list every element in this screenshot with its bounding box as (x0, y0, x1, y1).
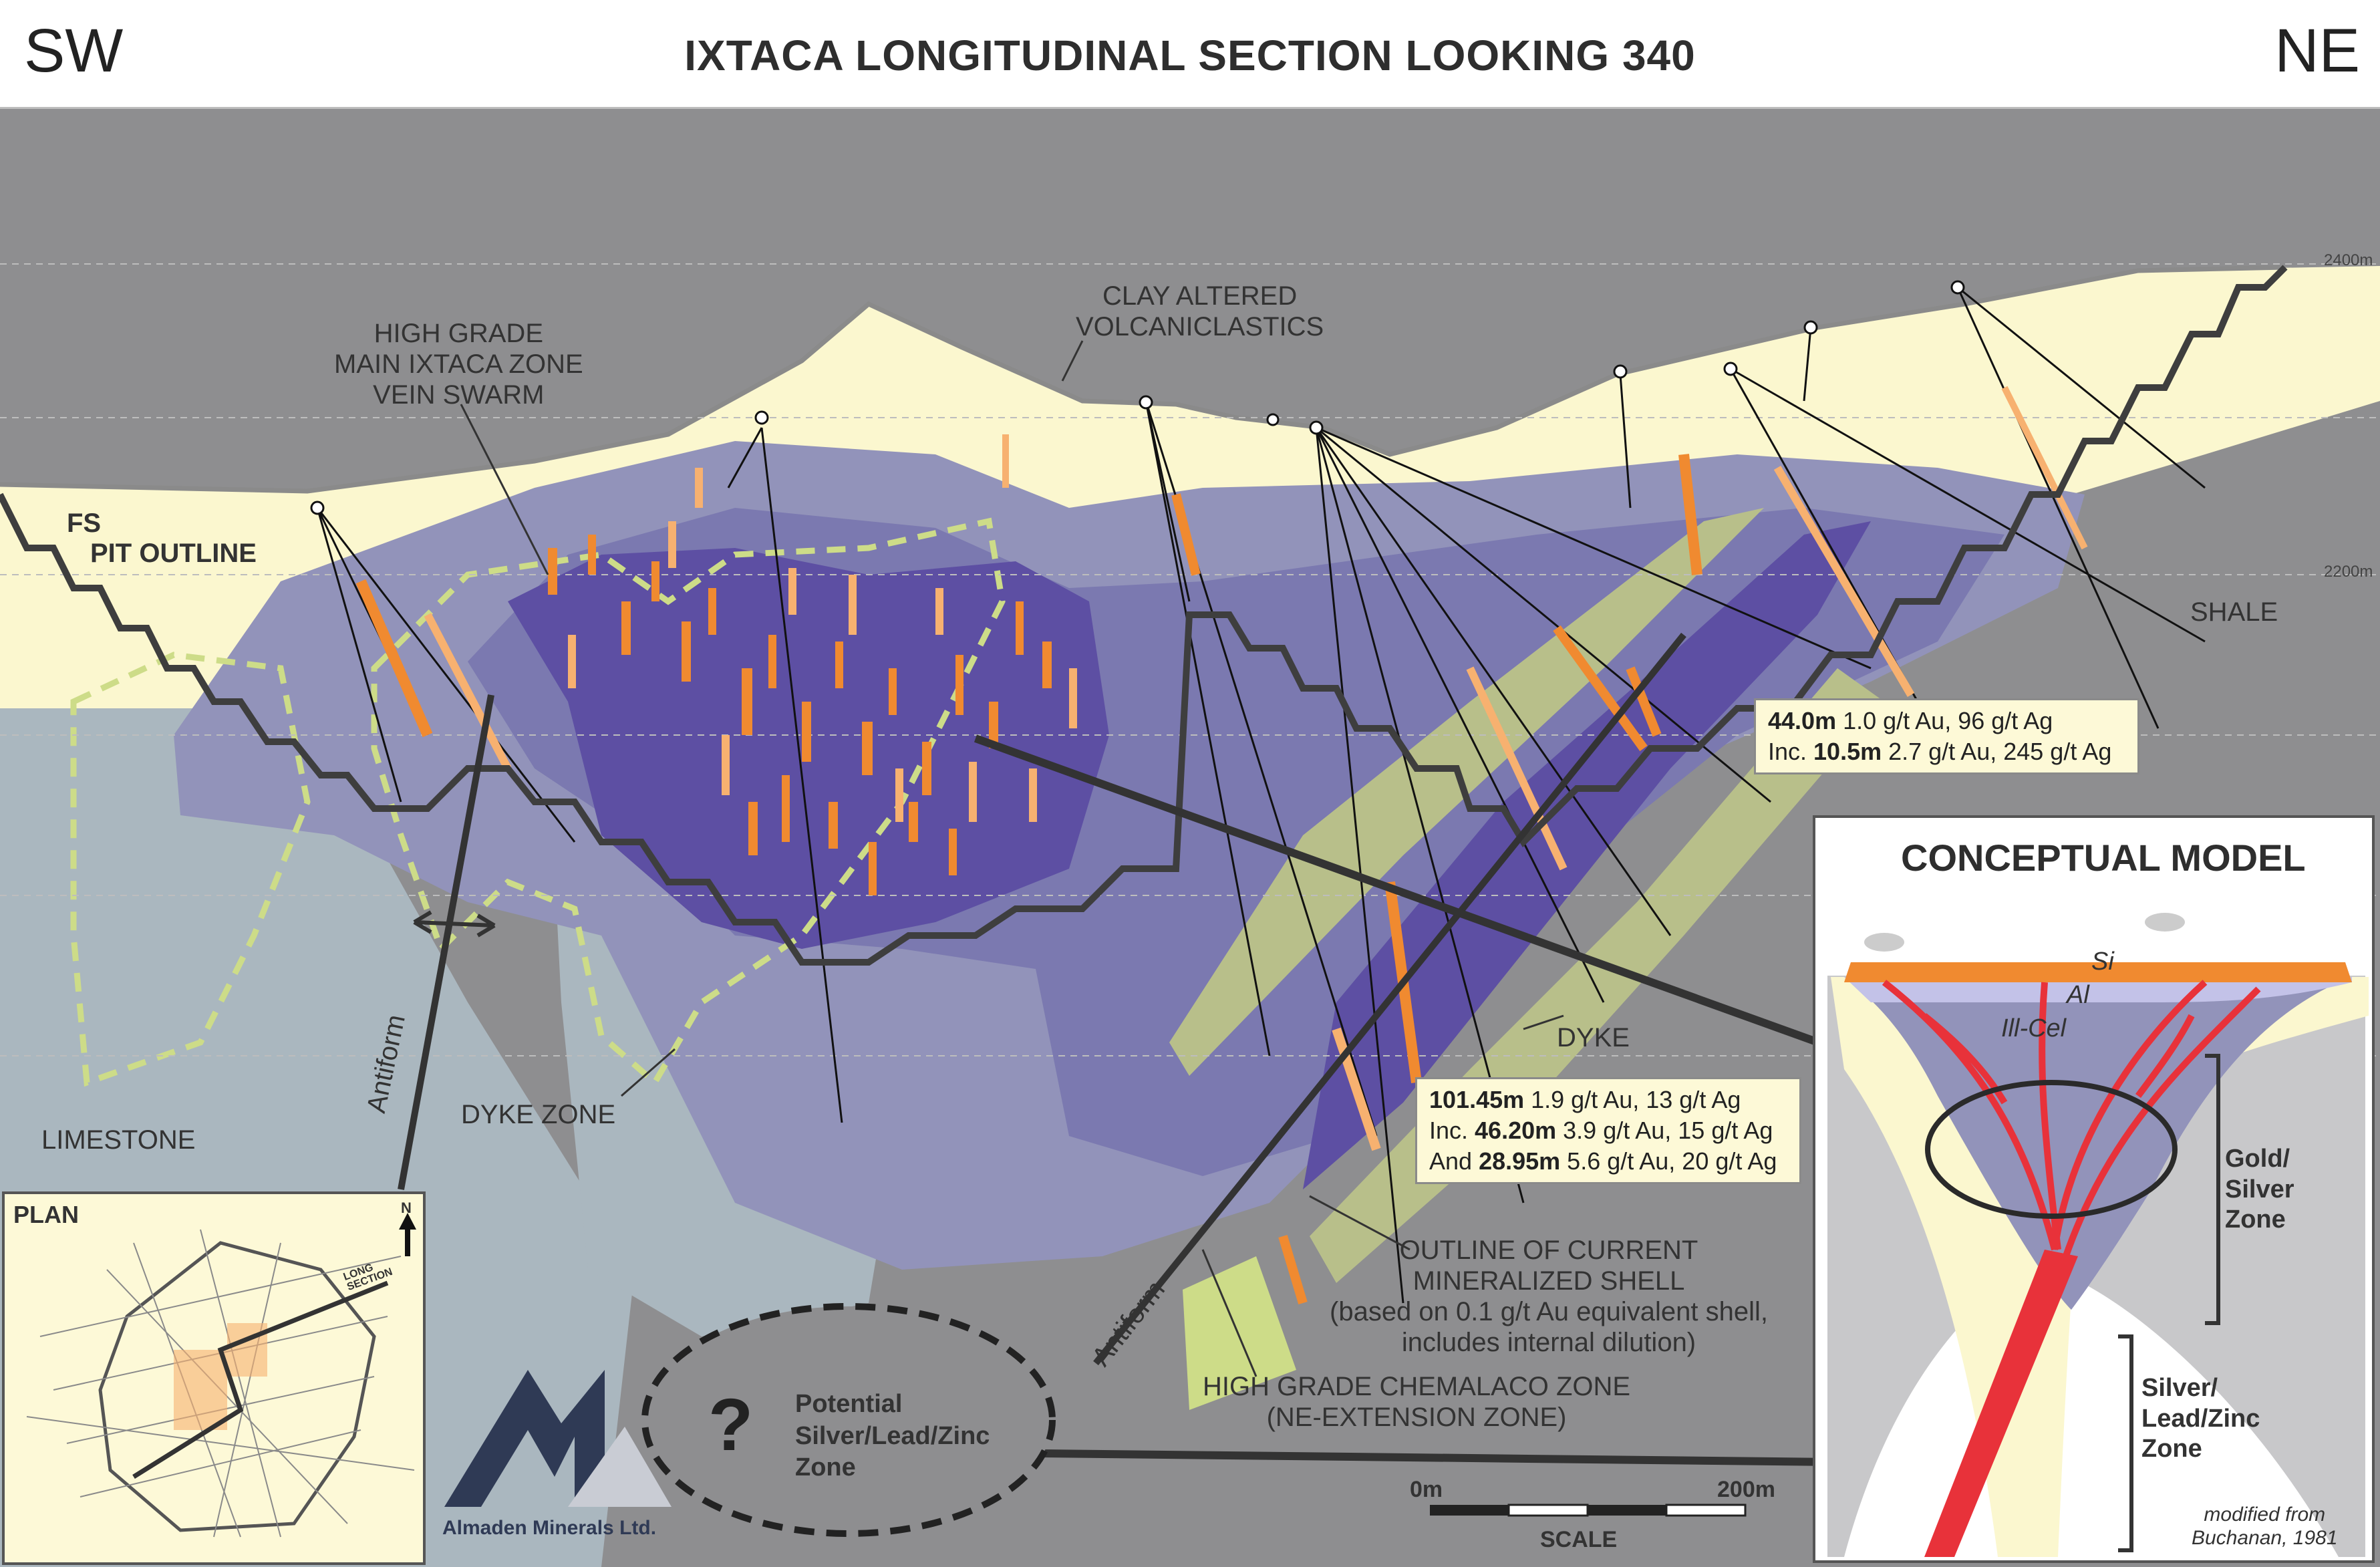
page-title: IXTACA LONGITUDINAL SECTION LOOKING 340 (684, 31, 1696, 80)
fold-arrow (414, 920, 495, 928)
dyke-label: DYKE (1557, 1023, 1630, 1052)
sw-label: SW (24, 17, 124, 85)
intercept-callout-a: 44.0m 1.0 g/t Au, 96 g/t Ag Inc. 10.5m 2… (1754, 698, 2139, 775)
potential-zone-ellipse (641, 1303, 1056, 1537)
antiform-axis-2 (1093, 632, 1686, 1366)
elev-2400: 2400m (2324, 251, 2373, 269)
pit-outline-label: PIT OUTLINE (90, 539, 257, 568)
logo-name: Almaden Minerals Ltd. (442, 1517, 657, 1539)
outline-leader (1309, 1195, 1410, 1251)
ne-label: NE (2274, 17, 2360, 85)
chemalaco-leader (1201, 1249, 1257, 1377)
green-outline-2 (371, 517, 1006, 1087)
elev-2200: 2200m (2324, 563, 2373, 581)
green-outline-1 (70, 652, 311, 1087)
dyke-zone-label: DYKE ZONE (461, 1100, 616, 1129)
fs-pit-outline (0, 265, 2288, 966)
scale-start: 0m (1410, 1477, 1443, 1502)
plan-inset (2, 1191, 426, 1565)
model-si-label: Si (2091, 948, 2114, 976)
chemalaco-label: HIGH GRADE CHEMALACO ZONE(NE-EXTENSION Z… (1203, 1372, 1631, 1432)
vein-intercepts (355, 386, 2088, 1305)
potential-connector (1042, 1449, 1958, 1467)
shale-label: SHALE (2190, 597, 2278, 627)
scale-title: SCALE (1540, 1527, 1618, 1552)
scale-end: 200m (1717, 1477, 1775, 1502)
main-zone-veins-light (568, 434, 1077, 822)
dyke-zone-leader (621, 1048, 676, 1097)
model-title: CONCEPTUAL MODEL (1901, 837, 2306, 879)
chemalaco-core (1303, 521, 1871, 1189)
model-al-label: Al (2067, 981, 2089, 1009)
plan-title: PLAN (13, 1201, 79, 1228)
conceptual-model-panel (1813, 815, 2375, 1563)
fs-label: FS (67, 509, 102, 538)
plan-north-label: N (401, 1199, 412, 1216)
main-zone-veins (548, 535, 1052, 895)
dyke-band-3 (1183, 1256, 1296, 1410)
limestone-label: LIMESTONE (41, 1125, 196, 1155)
model-connector (974, 734, 1913, 1080)
scale-bar (1430, 1504, 1747, 1517)
dyke-leader (1523, 1014, 1564, 1030)
question-mark: ? (708, 1384, 754, 1466)
drill-holes (316, 286, 2206, 1304)
antiform-axis-1 (398, 694, 494, 1190)
title-bar: SW IXTACA LONGITUDINAL SECTION LOOKING 3… (0, 0, 2380, 109)
clay-leader (1061, 340, 1084, 382)
hg-leader (460, 404, 549, 575)
company-logo (444, 1370, 672, 1507)
intercept-callout-b: 101.45m 1.9 g/t Au, 13 g/t Ag Inc. 46.20… (1415, 1077, 1801, 1185)
model-illcel-label: Ill-Cel (2001, 1014, 2067, 1042)
collar-markers (310, 280, 1965, 515)
fold-arrow-heads (413, 910, 496, 938)
topographic-surface (0, 265, 2286, 494)
